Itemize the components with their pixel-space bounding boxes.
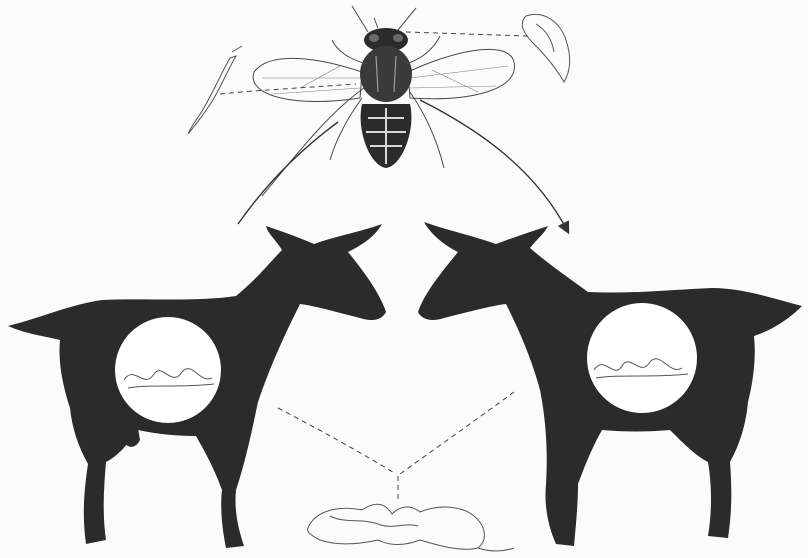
infection-window: [586, 302, 698, 414]
left-wing: [253, 58, 362, 101]
goat-icon: [418, 222, 802, 546]
link-fly-right-parasite: [406, 32, 528, 36]
trypanosome-icon: [522, 14, 569, 82]
link-right-host-to-parasite: [400, 392, 514, 474]
trypanosome-icon: [188, 46, 242, 134]
link-fly-left-parasite: [220, 84, 356, 94]
link-left-host-to-parasite: [278, 408, 396, 474]
trypanosome-icon: [308, 504, 514, 551]
fly-icon: [253, 6, 514, 196]
fly-thorax: [360, 46, 412, 102]
goat-icon: [8, 224, 386, 548]
infection-window: [114, 316, 222, 424]
arrow-fly-to-right-host: [420, 100, 568, 232]
arrow-fly-to-left-host: [238, 122, 338, 224]
right-wing: [408, 49, 514, 98]
